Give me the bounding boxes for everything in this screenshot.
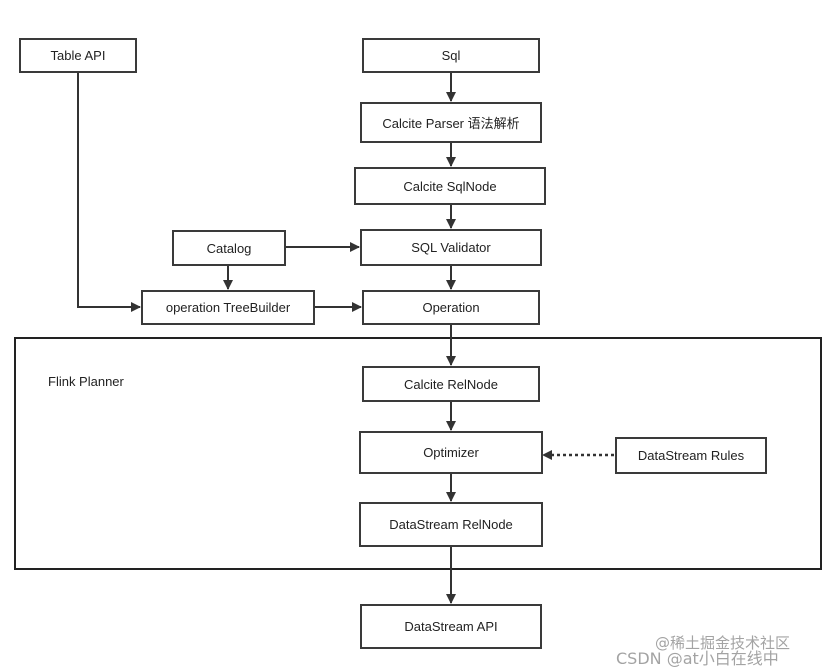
datastream-relnode-node: DataStream RelNode xyxy=(359,502,543,547)
calcite-relnode-node: Calcite RelNode xyxy=(362,366,540,402)
optimizer-node: Optimizer xyxy=(359,431,543,474)
calcite-sqlnode-node: Calcite SqlNode xyxy=(354,167,546,205)
sql-validator-node: SQL Validator xyxy=(360,229,542,266)
datastream-rules-node: DataStream Rules xyxy=(615,437,767,474)
watermark-csdn: CSDN @at小白在线中 xyxy=(616,649,779,668)
flink-planner-frame xyxy=(14,337,822,570)
datastream-api-node: DataStream API xyxy=(360,604,542,649)
calcite-parser-node: Calcite Parser 语法解析 xyxy=(360,102,542,143)
catalog-node: Catalog xyxy=(172,230,286,266)
operation-node: Operation xyxy=(362,290,540,325)
sql-node: Sql xyxy=(362,38,540,73)
operation-treebuilder-node: operation TreeBuilder xyxy=(141,290,315,325)
flink-planner-label: Flink Planner xyxy=(48,374,124,389)
table-api-node: Table API xyxy=(19,38,137,73)
edge-tableapi-to-treebuilder xyxy=(77,72,141,312)
watermark-juejin: @稀土掘金技术社区 xyxy=(655,634,791,652)
